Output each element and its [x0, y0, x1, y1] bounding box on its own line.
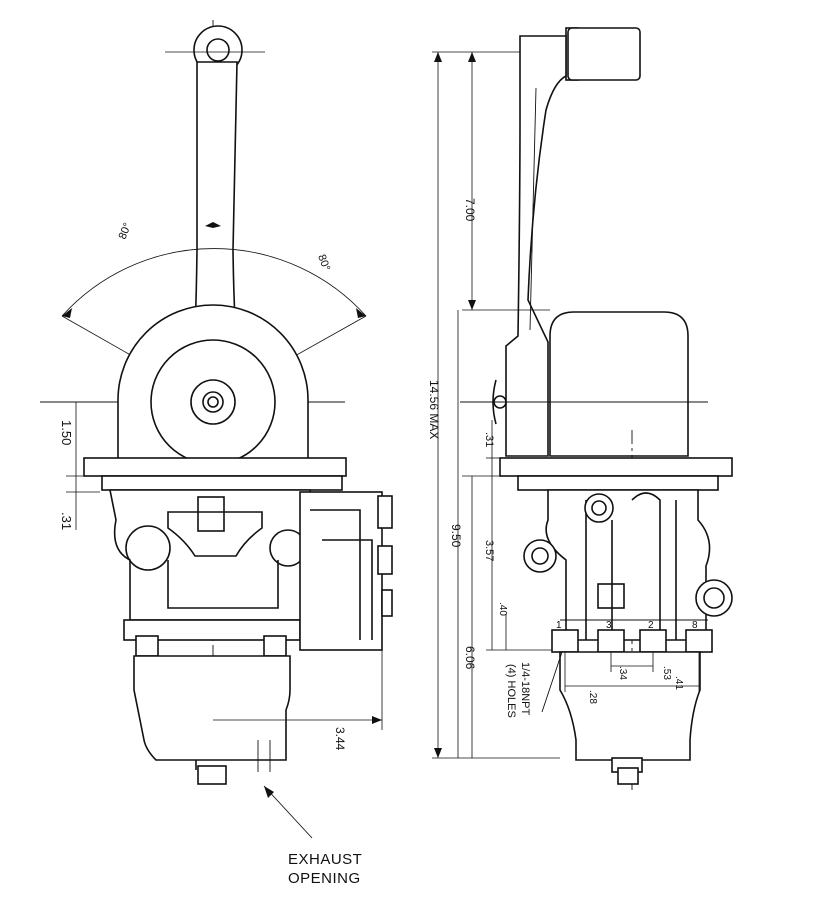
- dim-port-spacing-b: .34: [617, 666, 628, 680]
- swing-arc: 80° 80°: [61, 221, 367, 403]
- side-mount: [299, 491, 393, 651]
- side-valve-body: [523, 489, 733, 641]
- port-label-2: 3: [606, 620, 612, 631]
- front-view: 80° 80°: [40, 20, 393, 839]
- dim-base-to-top: 6.06: [463, 646, 477, 670]
- lower-cylinder: [133, 655, 291, 785]
- side-lower-cylinder: [559, 651, 701, 785]
- dim-lever-length: 7.00: [463, 198, 477, 222]
- exhaust-label-line1: EXHAUST: [288, 851, 363, 868]
- port-note: 1/4-18NPT (4) HOLES: [505, 651, 563, 718]
- exhaust-label: EXHAUST OPENING: [288, 850, 362, 888]
- dim-port-height: .40: [497, 602, 508, 616]
- side-view: 1 3 2 8 .28 .34 .53 .41 1/4-18NPT: [427, 27, 733, 790]
- port-note-line2: (4) HOLES: [505, 664, 517, 718]
- dim-port-spacing-a: .28: [587, 690, 598, 704]
- dim-body-to-ports: 3.57: [483, 540, 495, 561]
- valve-body: [109, 489, 311, 657]
- exhaust-label-line2: OPENING: [288, 870, 361, 887]
- dim-port-spacing-c: .53: [661, 666, 672, 680]
- side-lever: [505, 27, 641, 457]
- exhaust-leader: [263, 785, 313, 839]
- dim-pivot-height: 1.50: [59, 420, 74, 445]
- pivot-housing: [117, 304, 309, 465]
- side-housing: [492, 311, 689, 457]
- port-label-3: 2: [648, 620, 654, 631]
- top-flange: [83, 457, 347, 477]
- dim-body-height: 9.50: [449, 524, 463, 548]
- dim-port-spacing: .28 .34 .53 .41: [564, 652, 700, 704]
- dim-valve-offset: 3.44: [333, 727, 347, 751]
- dim-pivot: 1.50 .31: [59, 401, 100, 530]
- ports: 1 3 2 8: [551, 620, 713, 653]
- side-vertical-dims: 14.56 MAX 7.00 9.50 6.06 .31 3.57 .40: [427, 51, 560, 759]
- side-flange: [499, 457, 733, 477]
- dim-port-spacing-d: .41: [673, 676, 684, 690]
- dim-lever-swing-right: 80°: [315, 253, 332, 273]
- dim-top-flange: .31: [483, 432, 495, 447]
- port-note-line1: 1/4-18NPT: [519, 662, 531, 715]
- dim-lever-swing-left: 80°: [117, 221, 134, 241]
- dim-flange-thickness: .31: [59, 512, 74, 530]
- port-label-1: 1: [556, 620, 562, 631]
- dim-overall-height: 14.56 MAX: [427, 380, 441, 439]
- dim-offset: 3.44: [213, 650, 383, 751]
- port-label-4: 8: [692, 620, 698, 631]
